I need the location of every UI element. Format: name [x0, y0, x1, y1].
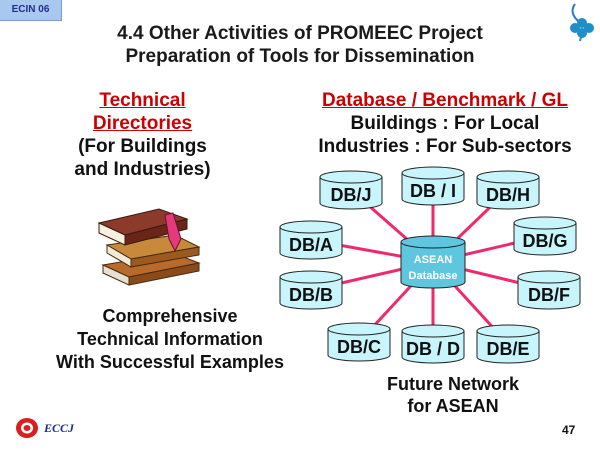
database-node-label: DB/H [486, 185, 530, 205]
database-heading: Database / Benchmark / GL Buildings : Fo… [300, 89, 590, 158]
eccj-logo-icon [16, 418, 38, 438]
left-bottom-line-2: Technical Information [77, 329, 263, 349]
right-sub-line-1: Buildings : For Local [350, 113, 540, 134]
technical-directories-heading: Technical Directories (For Buildings and… [40, 89, 245, 181]
database-node: DB/B [279, 270, 343, 310]
right-sub-line-2: Industries : For Sub-sectors [318, 136, 572, 157]
page-number: 47 [562, 423, 576, 437]
center-label-line-1: ASEAN [414, 254, 453, 266]
database-node-label: DB/F [528, 285, 570, 305]
left-sub-line-1: (For Buildings [78, 136, 207, 157]
database-node-label: DB/C [337, 337, 381, 357]
database-node-label: DB / D [406, 339, 460, 359]
comprehensive-info-text: Comprehensive Technical Information With… [30, 305, 310, 374]
footer-org: ECCJ [44, 421, 75, 435]
database-node: DB / I [401, 166, 465, 206]
left-sub-line-2: and Industries) [74, 159, 211, 180]
left-bottom-line-1: Comprehensive [102, 306, 238, 326]
future-network-text: Future Network for ASEAN [353, 373, 553, 417]
left-bottom-line-3: With Successful Examples [56, 352, 284, 372]
right-bottom-line-2: for ASEAN [407, 396, 499, 416]
slide-tag: ECIN 06 [0, 0, 62, 21]
slide-title: 4.4 Other Activities of PROMEEC Project … [70, 22, 530, 68]
database-node-label: DB/J [330, 185, 371, 205]
database-node: DB/C [327, 322, 391, 362]
database-node: DB/H [476, 170, 540, 210]
database-node: DB/J [319, 170, 383, 210]
right-bottom-line-1: Future Network [386, 374, 519, 394]
database-node: DB/F [517, 270, 581, 310]
asean-database-node: ASEAN Database [400, 235, 466, 289]
database-node-label: DB / I [410, 181, 456, 201]
left-heading-line-1: Technical [99, 90, 186, 111]
database-node: DB/G [513, 216, 577, 256]
database-node: DB/E [476, 324, 540, 364]
database-node-label: DB/A [289, 235, 333, 255]
clover-logo-icon [570, 3, 594, 42]
books-illustration-icon [97, 208, 201, 286]
database-node-label: DB/B [289, 285, 333, 305]
database-node: DB/A [279, 220, 343, 260]
right-heading: Database / Benchmark / GL [321, 90, 569, 111]
database-node-label: DB/G [523, 231, 568, 251]
center-label-line-2: Database [409, 270, 458, 282]
left-heading-line-2: Directories [92, 113, 193, 134]
title-line-2: Preparation of Tools for Dissemination [125, 46, 475, 67]
title-line-1: 4.4 Other Activities of PROMEEC Project [117, 23, 483, 44]
database-node-label: DB/E [486, 339, 529, 359]
database-node: DB / D [401, 324, 465, 364]
